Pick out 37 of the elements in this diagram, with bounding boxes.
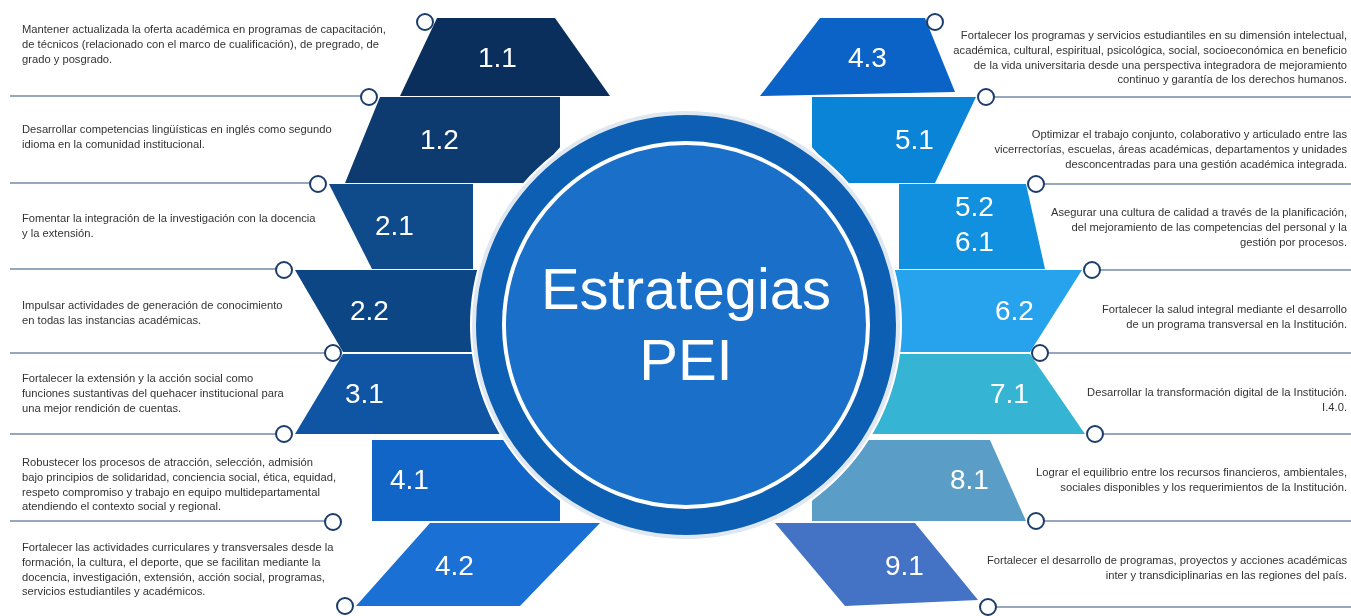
band-shape (812, 97, 976, 183)
strategy-description: Fortalecer la extensión y la acción social como funciones sustantivas del quehacer institucional para una mejor rendición de cuentas. (22, 371, 284, 416)
strategy-number: 4.1 (390, 466, 429, 494)
strategy-number: 7.1 (990, 380, 1029, 408)
strategy-number: 4.2 (435, 552, 474, 580)
strategy-description: Robustecer los procesos de atracción, selección, admisión bajo principios de solidaridad, conciencia social, ética, equidad, respeto compromiso y trabajo en equipo multidepartamental atendiendo el contexto social y regional. (22, 455, 337, 515)
strategy-description: Desarrollar la transformación digital de la Institución. I.4.0. (1086, 385, 1347, 415)
band-shape (345, 97, 560, 183)
center-title: Estrategias PEI (539, 255, 833, 394)
strategy-number: 9.1 (885, 552, 924, 580)
band-shape (295, 270, 478, 352)
strategy-description: Mantener actualizada la oferta académica en programas de capacitación, de técnicos (relacionado con el marco de cualificación), de pregrado, de grado y posgrado. (22, 22, 387, 67)
strategy-description: Fortalecer la salud integral mediante el desarrollo de un programa transversal en la Institución. (1101, 302, 1347, 332)
strategy-description: Optimizar el trabajo conjunto, colaborativo y articulado entre las vicerrectorías, escuelas, áreas académicas, departamentos y unidades desconcentradas para una gestión académica integrada. (993, 127, 1347, 172)
strategy-number: 3.1 (345, 380, 384, 408)
strategy-number: 4.3 (848, 44, 887, 72)
band-shape (812, 440, 1026, 521)
strategy-number: 5.2 (955, 193, 994, 221)
strategy-description: Lograr el equilibrio entre los recursos financieros, ambientales, sociales disponibles y los requerimientos de la Institución. (1035, 465, 1347, 495)
band-shape (899, 184, 1045, 269)
band-shape (894, 270, 1082, 352)
strategy-description: Desarrollar competencias lingüísticas en inglés como segundo idioma en la comunidad institucional. (22, 122, 333, 152)
strategy-description: Fomentar la integración de la investigación con la docencia y la extensión. (22, 211, 317, 241)
strategy-number: 1.1 (478, 44, 517, 72)
strategy-number: 2.2 (350, 297, 389, 325)
strategy-description: Impulsar actividades de generación de conocimiento en todas las instancias académicas. (22, 298, 284, 328)
strategy-number: 6.1 (955, 228, 994, 256)
strategy-number: 8.1 (950, 466, 989, 494)
strategy-description: Fortalecer los programas y servicios estudiantiles en su dimensión intelectual, académica, cultural, espiritual, psicológica, social, socioeconómica en beneficio de la vida universitaria desde una perspectiva integradora de mejoramiento continuo y garantía de los derechos humanos. (952, 28, 1347, 88)
strategy-description: Fortalecer las actividades curriculares y transversales desde la formación, la cultura, el deporte, que se facilitan mediante la docencia, investigación, extensión, acción social, programas, servicios estudiantiles y académicos. (22, 540, 335, 600)
strategy-number: 6.2 (995, 297, 1034, 325)
strategy-description: Fortalecer el desarrollo de programas, proyectos y acciones académicas inter y transdiciplinarias en las regiones del país. (985, 553, 1347, 583)
strategy-number: 2.1 (375, 212, 414, 240)
strategy-number: 5.1 (895, 126, 934, 154)
strategy-number: 1.2 (420, 126, 459, 154)
band-shape (329, 184, 473, 269)
strategy-description: Asegurar una cultura de calidad a través de la planificación, del mejoramiento de las competencias del personal y la gestión por procesos. (1049, 205, 1347, 250)
